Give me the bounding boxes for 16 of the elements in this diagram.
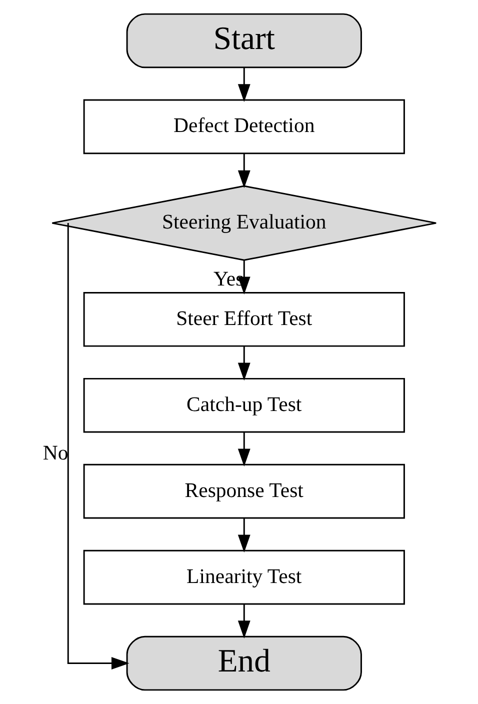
node-box: Steer Effort Test <box>82 292 404 347</box>
node-box: Response Test <box>82 464 404 519</box>
node-box: Defect Detection <box>82 99 404 154</box>
arrow <box>237 67 250 102</box>
arrow <box>237 346 250 381</box>
edge-label: No <box>42 442 68 465</box>
node-box: Catch-up Test <box>82 378 404 433</box>
node-box: End <box>126 636 362 691</box>
arrow <box>66 223 129 670</box>
node-box: Linearity Test <box>82 550 404 605</box>
arrow <box>237 518 250 553</box>
arrow <box>237 432 250 467</box>
node-box: Start <box>126 13 362 68</box>
arrow <box>237 604 250 638</box>
arrow <box>237 154 250 188</box>
node-diamond: Steering Evaluation <box>50 185 436 261</box>
